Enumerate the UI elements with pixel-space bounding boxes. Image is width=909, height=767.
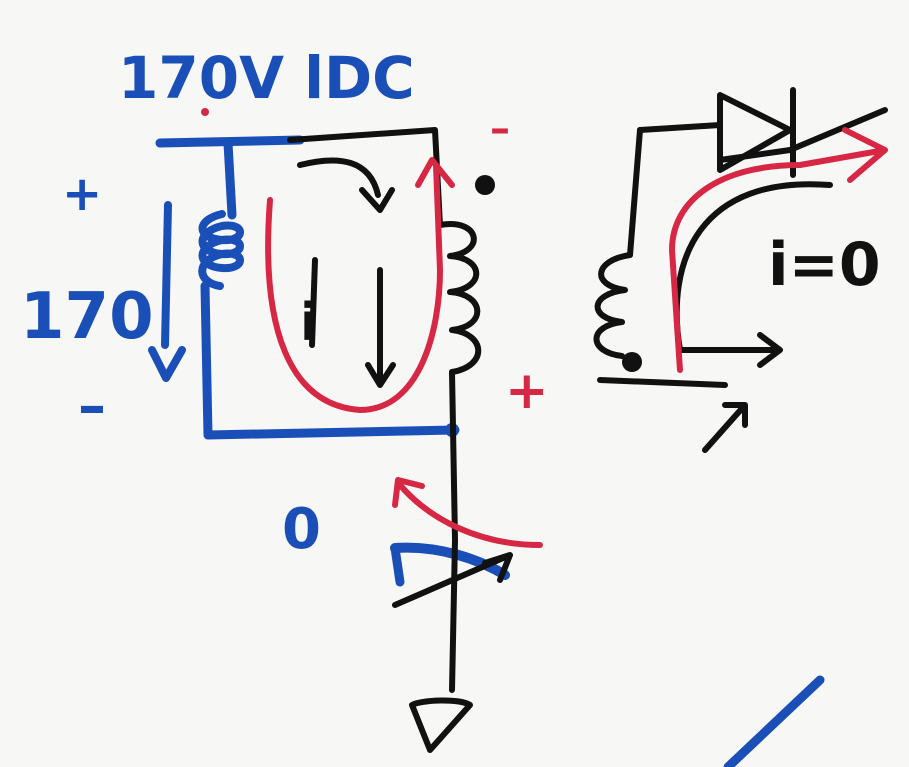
- winding-bottom-polarity: +: [505, 361, 549, 421]
- primary-return-wire: [449, 369, 458, 693]
- winding-top-polarity: –: [490, 106, 510, 152]
- dc-supply-wiring: [148, 135, 825, 767]
- secondary-induced-arrow-icon: [669, 127, 888, 373]
- corner-stroke: [723, 675, 825, 767]
- secondary-left-wire: [627, 127, 643, 258]
- induced-current-path: [201, 108, 888, 548]
- diode-icon: [717, 87, 796, 178]
- source-minus-sign: –: [78, 374, 106, 439]
- source-polarity-arrow: [161, 201, 172, 349]
- secondary-current-label: i=0: [768, 230, 881, 300]
- ground-symbol-icon: [409, 697, 473, 753]
- current-label-stroke: [309, 257, 318, 348]
- primary-winding: [437, 221, 482, 375]
- ground-level-label: 0: [282, 497, 321, 562]
- ground-switch-tick: [390, 543, 405, 587]
- red-arrow-head-icon: [415, 157, 455, 188]
- ground-return-arrow-icon: [392, 477, 543, 548]
- bottom-rail-wire: [200, 281, 460, 440]
- source-coil-symbol: [198, 210, 244, 290]
- source-value-label: 170: [20, 280, 154, 354]
- supply-voltage-label: 170V lDC: [118, 44, 415, 112]
- supply-mark-dot: [201, 108, 209, 116]
- arrow-head-icon: [148, 346, 186, 382]
- primary-top-wire: [287, 127, 443, 228]
- current-arrow-down-icon: [365, 267, 396, 388]
- polarity-dot-primary: [475, 175, 495, 195]
- current-arrow-top-icon: [297, 157, 395, 213]
- secondary-winding: [593, 252, 728, 388]
- circuit-body: [287, 87, 888, 753]
- primary-loop-path: [265, 162, 443, 413]
- source-plus-sign: +: [62, 166, 102, 222]
- primary-current-label: i: [300, 293, 318, 353]
- polarity-dot-secondary: [622, 352, 642, 372]
- pointer-arrow-icon: [702, 402, 748, 453]
- supply-lead: [223, 138, 237, 220]
- switch-blade-icon: [392, 552, 513, 608]
